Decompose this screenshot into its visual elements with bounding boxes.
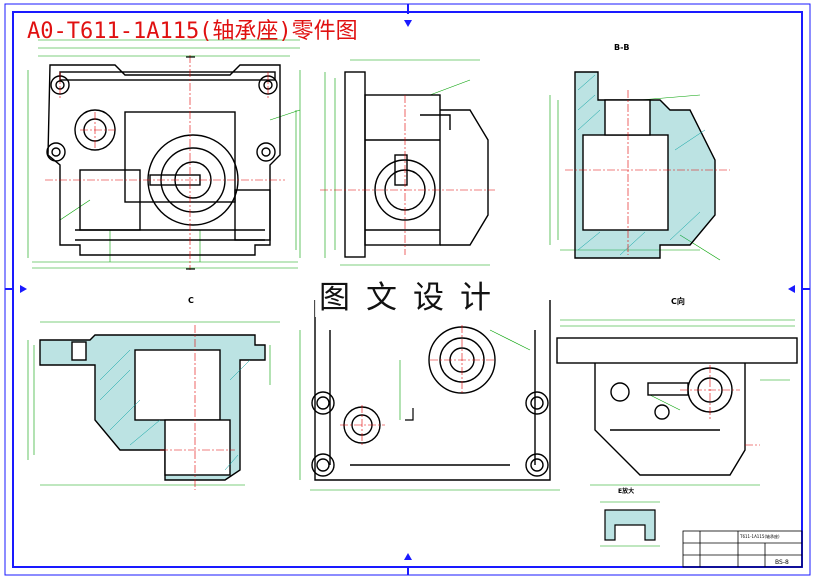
section-label-bb: B-B <box>614 43 630 52</box>
view-section-bb <box>549 71 730 261</box>
detail-label: E放大 <box>618 488 635 495</box>
title-block-part-name: T611-1A115(轴承座) <box>740 534 780 539</box>
view-label-cc: C向 <box>671 297 685 306</box>
view-cc <box>556 319 798 486</box>
view-detail <box>600 501 660 547</box>
view-label-c: C <box>188 296 194 305</box>
view-front <box>27 39 301 270</box>
view-side <box>320 59 495 266</box>
view-c <box>27 321 280 490</box>
watermark-text: 图文设计 <box>315 272 511 317</box>
title-block-drawing-code: BS-8 <box>775 559 789 566</box>
orientation-arrows <box>20 20 795 560</box>
centering-marks <box>5 4 810 575</box>
drawing-title: A0-T611-1A115(轴承座)零件图 <box>27 19 358 44</box>
title-block <box>682 530 803 568</box>
view-bottom <box>299 300 560 491</box>
